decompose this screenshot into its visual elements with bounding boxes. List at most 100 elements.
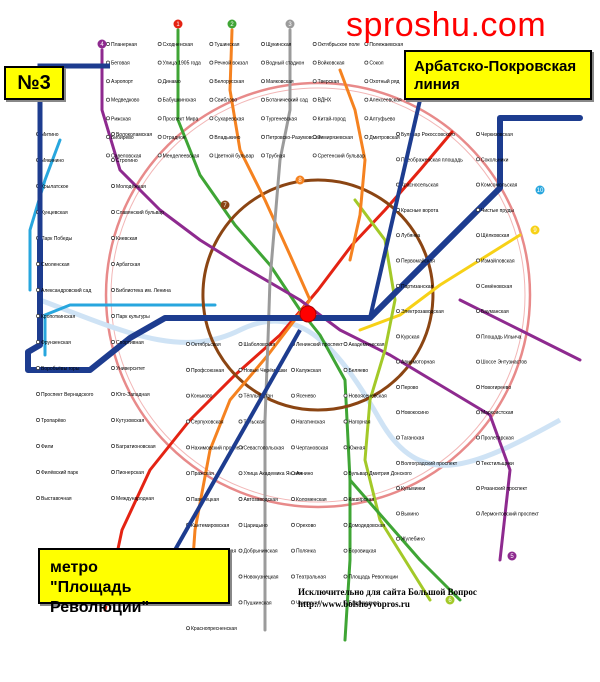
station-dot bbox=[157, 153, 162, 158]
station-dot bbox=[476, 258, 480, 263]
station-label: Жулебино bbox=[401, 537, 425, 543]
station-label: Парк культуры bbox=[116, 314, 150, 320]
line-number-circle bbox=[97, 39, 107, 49]
line-number-label: 3 bbox=[288, 22, 292, 28]
station-dot bbox=[343, 419, 348, 424]
station-dot bbox=[476, 207, 480, 212]
station-label: Университет bbox=[116, 366, 146, 372]
station-label: Бульвар Дмитрия Донского bbox=[349, 471, 412, 477]
station-label: Сокол bbox=[369, 61, 383, 67]
station-dot bbox=[396, 334, 400, 339]
station-dot bbox=[291, 367, 295, 372]
station-label: Цветной бульвар bbox=[214, 152, 254, 159]
line4 bbox=[43, 303, 217, 357]
line-number-label: 5 bbox=[510, 554, 514, 560]
station-label: Филёвский парк bbox=[41, 469, 79, 476]
station-label: Октябрьская bbox=[191, 342, 221, 348]
station-label: Кунцевская bbox=[41, 210, 68, 216]
station-dot bbox=[186, 419, 190, 424]
station-label: Красносельская bbox=[401, 183, 439, 189]
station-dot bbox=[261, 116, 265, 121]
station-label: Электрозаводская bbox=[401, 309, 444, 315]
station-label: Бабушкинская bbox=[163, 98, 197, 104]
station-label: Улица Академика Янгеля bbox=[244, 471, 303, 477]
station-dot bbox=[291, 574, 295, 579]
line-number-circle bbox=[507, 551, 517, 561]
station-dot bbox=[396, 435, 400, 440]
station-dot bbox=[157, 134, 162, 139]
station-dot bbox=[364, 97, 369, 102]
station-dot bbox=[476, 460, 480, 465]
station-label: Тверская bbox=[318, 79, 340, 85]
station-dot bbox=[209, 97, 214, 102]
station-label: Молодёжная bbox=[116, 184, 146, 190]
station-label: Боровицкая bbox=[349, 549, 377, 555]
station-label: Орехово bbox=[296, 523, 316, 529]
station-label: Строгино bbox=[116, 158, 138, 164]
line-number-label: 1 bbox=[176, 22, 180, 28]
station-dot bbox=[396, 511, 400, 516]
station-dot bbox=[291, 471, 295, 476]
station-dot bbox=[36, 496, 40, 500]
station-label: Митино bbox=[41, 132, 59, 138]
station-dot bbox=[186, 342, 190, 346]
station-dot bbox=[343, 342, 348, 346]
station-dot bbox=[476, 132, 480, 136]
station-label: Комсомольская bbox=[481, 183, 518, 189]
station-label: Измайловская bbox=[481, 257, 515, 264]
station-label: Петровско-Разумовская bbox=[266, 135, 322, 141]
station-dot bbox=[238, 419, 243, 424]
station-dot bbox=[36, 392, 40, 396]
station-label: Красные ворота bbox=[401, 208, 439, 214]
station-label: Пролетарская bbox=[481, 436, 514, 442]
station-dot bbox=[209, 60, 214, 65]
station-label: Авиамоторная bbox=[401, 360, 435, 366]
station-label: Октябрьское поле bbox=[318, 42, 360, 48]
station-dot bbox=[238, 393, 243, 398]
station-dot bbox=[476, 334, 480, 339]
station-dot bbox=[396, 410, 400, 415]
station-dot bbox=[396, 486, 400, 491]
station-label: Новокузнецкая bbox=[244, 575, 279, 581]
station-dot bbox=[111, 444, 115, 448]
station-label: Смоленская bbox=[41, 262, 70, 268]
station-label: Рижская bbox=[111, 116, 131, 122]
station-label: Белорусская bbox=[214, 79, 244, 85]
station-dot bbox=[291, 522, 295, 527]
station-dot bbox=[209, 134, 214, 139]
station-dot bbox=[364, 60, 369, 65]
credit-line2: http://www.bolshoyvopros.ru bbox=[298, 599, 410, 609]
line5 bbox=[201, 178, 435, 412]
line-number-circle bbox=[445, 595, 455, 605]
station-label: Водный стадион bbox=[266, 60, 304, 67]
line-name-callout: Арбатско-Покровская линия bbox=[404, 50, 592, 100]
station-label: Проспект Мира bbox=[163, 116, 199, 122]
station-dot bbox=[36, 288, 40, 292]
station-dot bbox=[186, 497, 190, 501]
line-number-label: 6 bbox=[448, 598, 452, 604]
station-dot bbox=[111, 184, 115, 188]
target-station-marker bbox=[299, 305, 317, 323]
line2 bbox=[176, 28, 352, 642]
station-label: Площадь Ильича bbox=[481, 334, 522, 340]
station-dot bbox=[261, 97, 265, 102]
station-dot bbox=[157, 97, 162, 102]
station-dot bbox=[106, 97, 110, 102]
station-dot bbox=[312, 42, 317, 46]
station-dot bbox=[157, 60, 162, 65]
station-dot bbox=[343, 600, 348, 605]
station-dot bbox=[157, 79, 162, 84]
station-dot bbox=[186, 393, 190, 398]
station-label: Коньково bbox=[191, 394, 213, 400]
station-label: Трубная bbox=[266, 153, 285, 159]
station-dot bbox=[343, 445, 348, 450]
station-label: Текстильщики bbox=[481, 461, 514, 467]
station-label: Кузьминки bbox=[401, 486, 425, 492]
station-dot bbox=[312, 153, 317, 158]
station-dot bbox=[396, 233, 400, 238]
station-label: Бауманская bbox=[481, 309, 509, 315]
station-dot bbox=[157, 116, 162, 121]
station-label: Добрынинская bbox=[244, 549, 278, 555]
